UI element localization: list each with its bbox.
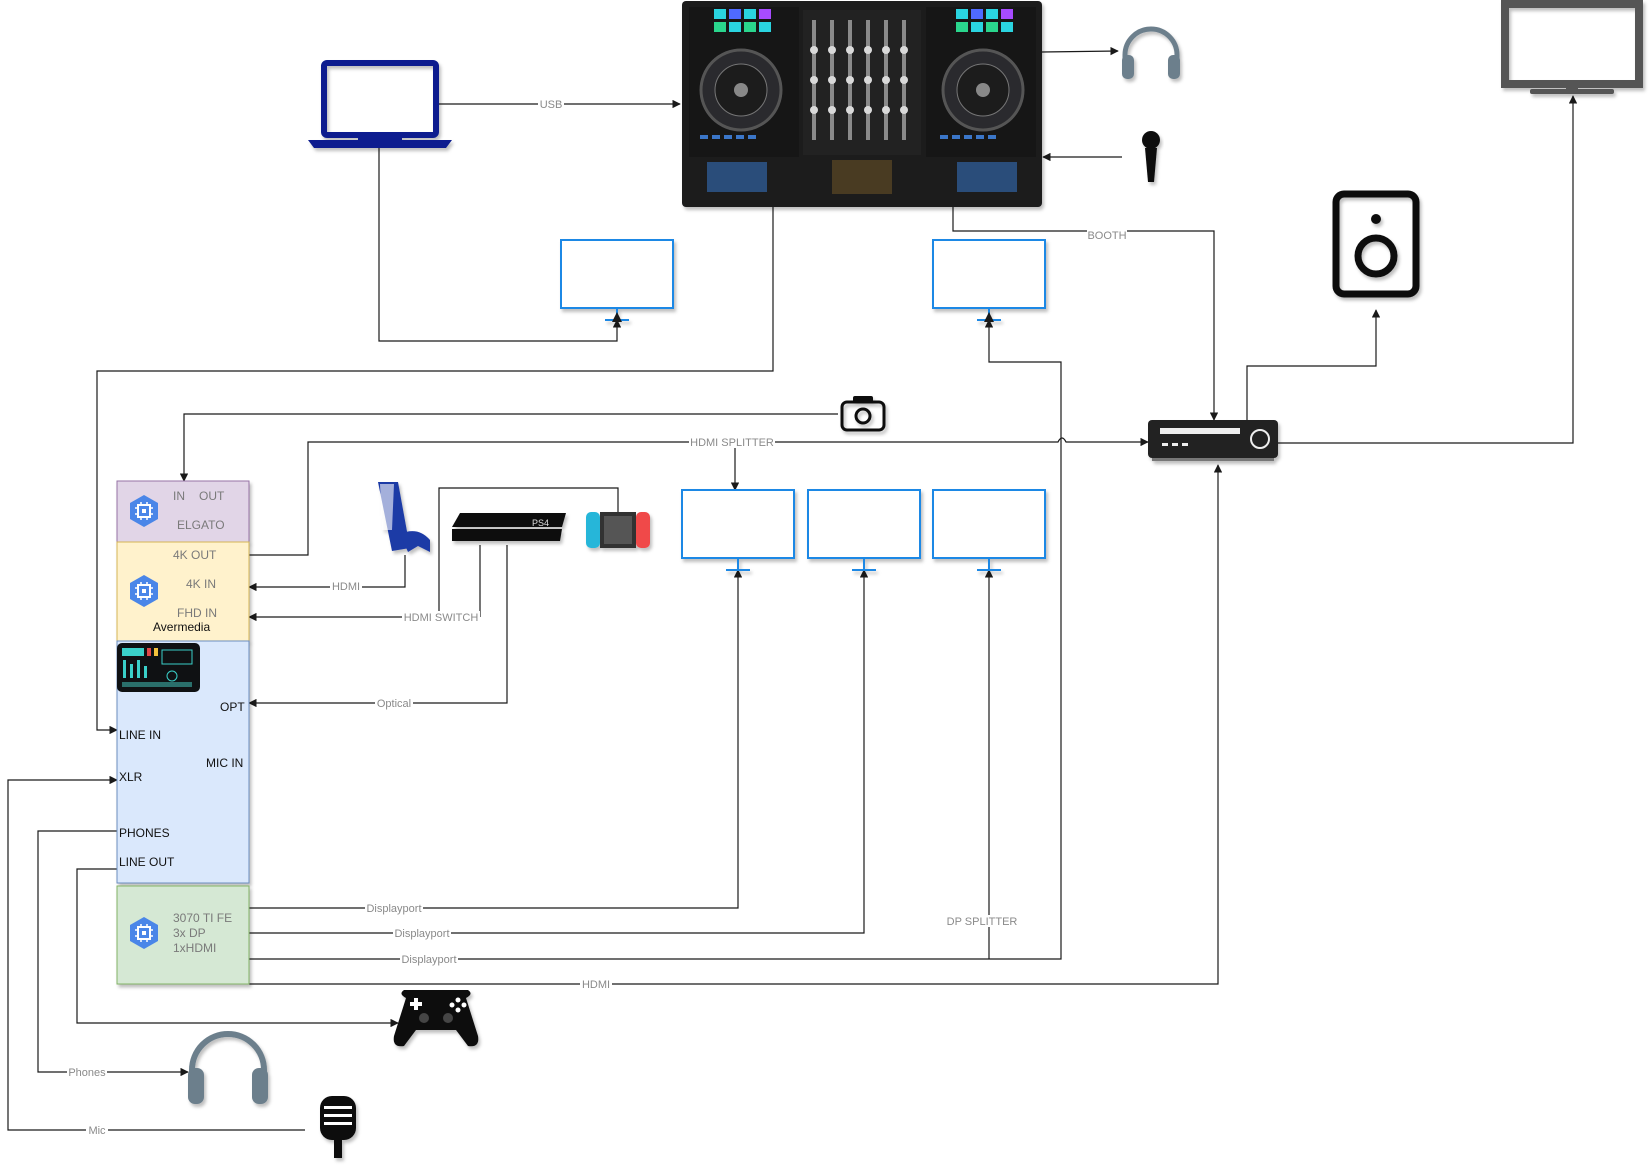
displayport-2-label: Displayport <box>394 928 449 940</box>
camera-icon <box>840 396 886 432</box>
avermedia-4k-in: 4K IN <box>186 577 216 591</box>
gamepad-icon <box>393 990 479 1047</box>
monitor-icon <box>807 489 921 571</box>
hdmi-splitter-label: HDMI SPLITTER <box>690 437 774 449</box>
elgato-in-label: IN <box>173 489 185 503</box>
displayport-3-label: Displayport <box>401 954 456 966</box>
avermedia-4k-out: 4K OUT <box>173 548 217 562</box>
mixer-phones-label: PHONES <box>119 826 170 840</box>
usb-label: USB <box>540 99 563 111</box>
headphones-icon <box>188 1031 268 1104</box>
optical-label: Optical <box>377 698 411 710</box>
microphone-icon <box>1142 131 1160 182</box>
switch-icon <box>586 512 650 548</box>
elgato-name: ELGATO <box>177 518 225 532</box>
svg-text:PS4: PS4 <box>532 518 549 528</box>
monitor-icon <box>560 239 674 321</box>
podcast-mic-icon <box>320 1096 356 1158</box>
avermedia-name: Avermedia <box>153 620 210 634</box>
gpu-dp-count: 3x DP <box>173 926 206 940</box>
mic-label: Mic <box>88 1125 106 1137</box>
monitor-icon <box>932 489 1046 571</box>
ps4-icon: PS4 <box>452 513 566 541</box>
connection-labels: USB BOOTH HDMI SPLITTER HDMI HDMI SWITCH… <box>67 98 1127 1137</box>
audio-mixer-icon <box>117 643 200 692</box>
mixer-mic-in-label: MIC IN <box>206 756 243 770</box>
ps5-icon <box>378 482 430 552</box>
mixer-xlr-label: XLR <box>119 770 143 784</box>
wires <box>7 46 1578 1131</box>
hdmi-switch-label: HDMI SWITCH <box>404 612 479 624</box>
dp-splitter-label: DP SPLITTER <box>947 916 1018 928</box>
mixer-line-in-label: LINE IN <box>119 728 161 742</box>
gpu-hdmi-count: 1xHDMI <box>173 941 216 955</box>
monitor-icon <box>932 239 1046 321</box>
mixer-opt-label: OPT <box>220 700 245 714</box>
speaker-icon <box>1332 190 1420 298</box>
dj-controller-icon <box>682 1 1042 207</box>
laptop-icon <box>308 60 452 148</box>
elgato-out-label: OUT <box>199 489 225 503</box>
monitor-icon <box>681 489 795 571</box>
headphones-icon <box>1122 26 1180 79</box>
gpu-model: 3070 TI FE <box>173 911 232 925</box>
booth-label: BOOTH <box>1087 230 1126 242</box>
hdmi-receiver-label: HDMI <box>582 979 610 991</box>
avermedia-fhd-in: FHD IN <box>177 606 217 620</box>
tv-icon <box>1501 0 1643 94</box>
hdmi-ps5-label: HDMI <box>332 581 360 593</box>
phones-label: Phones <box>68 1067 106 1079</box>
receiver-icon <box>1148 420 1278 461</box>
mixer-line-out-label: LINE OUT <box>119 855 175 869</box>
displayport-1-label: Displayport <box>366 903 421 915</box>
